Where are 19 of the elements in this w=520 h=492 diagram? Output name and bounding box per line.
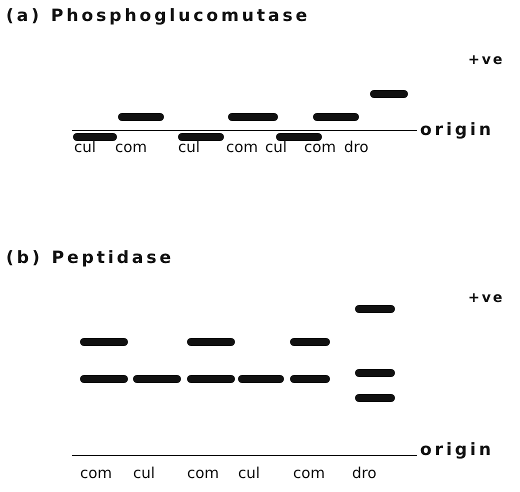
origin-label: origin bbox=[420, 440, 494, 460]
lane-label: cul bbox=[265, 138, 287, 156]
lane-label: com bbox=[115, 138, 148, 156]
panel-title: (a) Phosphoglucomutase bbox=[6, 6, 310, 26]
lane-label: dro bbox=[352, 464, 377, 482]
lane-label: dro bbox=[344, 138, 369, 156]
lane-label: cul bbox=[238, 464, 260, 482]
panel-title: (b) Peptidase bbox=[6, 248, 174, 268]
polarity-label: +ve bbox=[468, 290, 504, 306]
lane-label: com bbox=[80, 464, 112, 482]
lane-label: com bbox=[304, 138, 336, 156]
lane-label: com bbox=[187, 464, 220, 482]
polarity-label: +ve bbox=[468, 52, 504, 68]
lane-label: com bbox=[226, 138, 258, 156]
lane-label: cul bbox=[133, 464, 155, 482]
lane-label: cul bbox=[178, 138, 200, 156]
lane-label: com bbox=[293, 464, 326, 482]
origin-label: origin bbox=[420, 120, 494, 140]
lane-label: cul bbox=[74, 138, 96, 156]
